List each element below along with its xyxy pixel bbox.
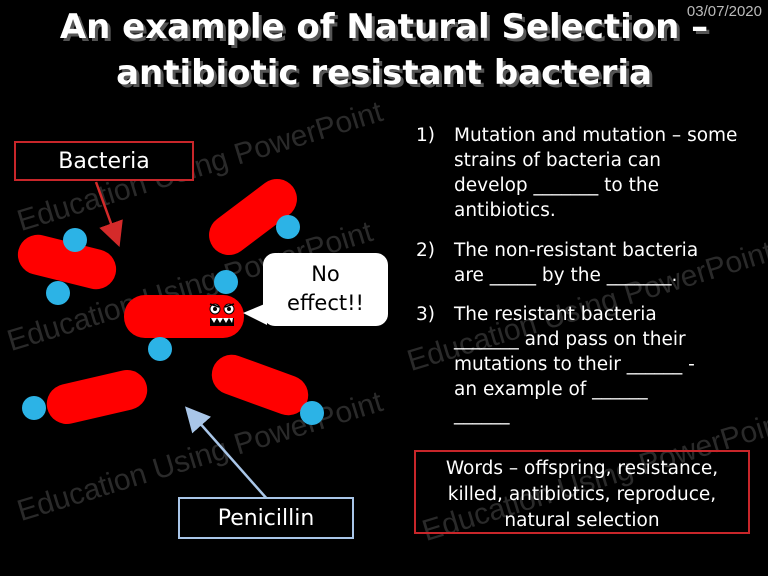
question-2: 2) The non-resistant bacteria are _____ … — [416, 238, 761, 288]
date: 03/07/2020 — [686, 3, 762, 20]
word-bank-line: natural selection — [504, 510, 660, 531]
bubble-line-1: No — [311, 262, 340, 286]
bacterium — [211, 354, 309, 416]
bacterium — [17, 234, 117, 290]
question-line: The resistant bacteria — [454, 304, 657, 325]
title-line-1: An example of Natural Selection – — [59, 7, 709, 47]
antibiotic-molecule — [214, 270, 238, 294]
penicillin-arrow — [185, 406, 269, 501]
resistant-bacterium — [124, 295, 244, 338]
question-line: _______ and pass on their — [454, 329, 686, 350]
antibiotic-molecule — [300, 401, 324, 425]
penicillin-label: Penicillin — [178, 497, 354, 539]
question-text: The non-resistant bacteria are _____ by … — [454, 238, 761, 288]
bubble-line-2: effect!! — [287, 291, 364, 315]
question-3: 3) The resistant bacteria _______ and pa… — [416, 302, 761, 427]
question-line: develop _______ to the — [454, 175, 659, 196]
slide-title: An example of Natural Selection – antibi… — [0, 4, 768, 96]
question-line: mutations to their ______ - — [454, 354, 695, 375]
antibiotic-molecule — [148, 337, 172, 361]
antibiotic-molecule — [46, 281, 70, 305]
question-line: strains of bacteria can — [454, 150, 662, 171]
bacterium — [46, 370, 148, 424]
question-line: Mutation and mutation – some — [454, 125, 738, 146]
question-text: The resistant bacteria _______ and pass … — [454, 302, 761, 427]
bacterium-face-icon — [209, 303, 235, 326]
title-line-2: antibiotic resistant bacteria — [116, 53, 652, 93]
question-line: antibiotics. — [454, 200, 556, 221]
question-number: 1) — [416, 125, 435, 146]
question-line: are _____ by the _______. — [454, 265, 678, 286]
question-1: 1) Mutation and mutation – some strains … — [416, 123, 761, 223]
question-text: Mutation and mutation – some strains of … — [454, 123, 761, 223]
bacteria-arrow — [94, 181, 123, 248]
antibiotic-molecule — [276, 215, 300, 239]
question-number: 3) — [416, 304, 435, 325]
antibiotic-molecule — [63, 228, 87, 252]
word-bank-line: killed, antibiotics, reproduce, — [447, 484, 717, 505]
bacteria-label: Bacteria — [14, 141, 194, 181]
question-line: The non-resistant bacteria — [454, 240, 699, 261]
speech-bubble-tail — [243, 303, 267, 325]
question-line: ______ — [454, 404, 510, 425]
word-bank: Words – offspring, resistance, killed, a… — [414, 450, 750, 534]
question-line: an example of ______ — [454, 379, 648, 400]
antibiotic-molecule — [22, 396, 46, 420]
question-number: 2) — [416, 240, 435, 261]
speech-bubble: No effect!! — [263, 253, 388, 326]
bacterium — [209, 178, 297, 256]
word-bank-line: Words – offspring, resistance, — [445, 458, 719, 479]
